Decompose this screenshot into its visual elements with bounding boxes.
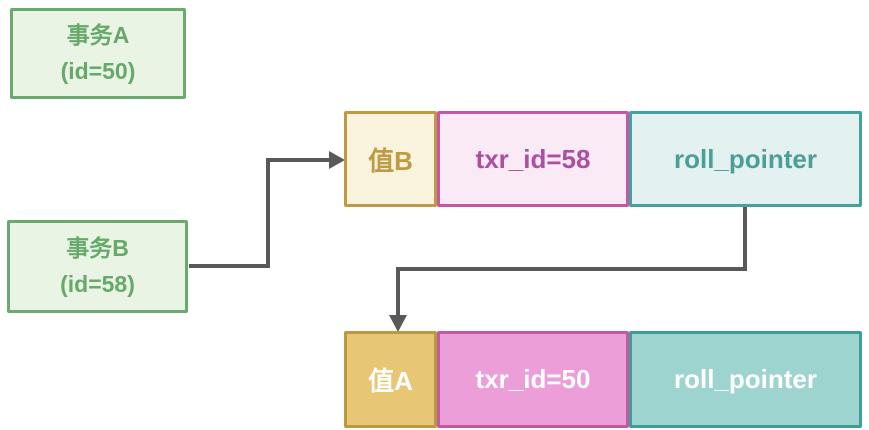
transaction-b-id-label: (id=58) [60,271,135,298]
value-a-cell: 值A [344,331,437,428]
txr-id-50-cell: txr_id=50 [437,331,629,428]
transaction-a-title: 事务A [66,22,130,48]
version-row-old: 值A txr_id=50 roll_pointer [344,331,862,428]
version-row-current: 值B txr_id=58 roll_pointer [344,111,862,207]
transaction-b-box: 事务B (id=58) [7,220,188,313]
roll-pointer-cell-old: roll_pointer [629,331,862,428]
transaction-b-title: 事务B [66,234,129,261]
transaction-a-id-label: (id=50) [60,58,136,84]
arrow-txn-b-to-current-version [189,151,345,268]
arrow-roll-pointer-to-old-version [389,207,747,332]
roll-pointer-cell-current: roll_pointer [629,111,862,207]
txr-id-58-cell: txr_id=58 [437,111,629,207]
transaction-a-box: 事务A (id=50) [10,8,186,99]
value-b-cell: 值B [344,111,437,207]
